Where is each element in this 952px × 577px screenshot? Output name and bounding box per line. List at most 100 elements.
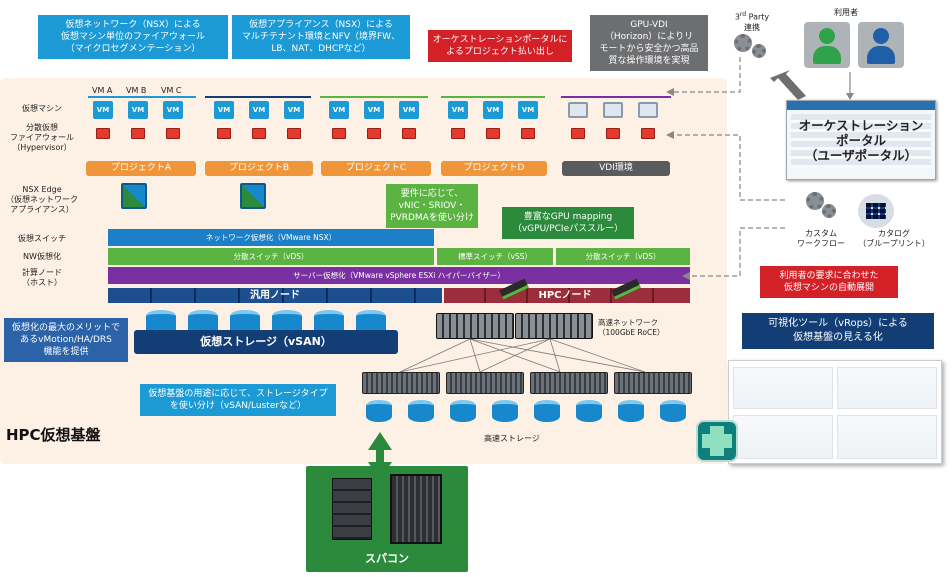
project-b-bar: プロジェクトB [205, 161, 313, 176]
vm-icon: VM [214, 101, 234, 119]
callout-auto-deploy: 利用者の要求に合わせた 仮想マシンの自動展開 [760, 266, 898, 298]
firewall-icon [641, 128, 655, 139]
third-party-sup: rd [739, 11, 747, 18]
user-avatar-head [819, 28, 835, 44]
third-party-label: 3rd Party 連携 [724, 10, 780, 33]
firewall-icon [332, 128, 346, 139]
portal-window-titlebar [787, 101, 935, 110]
nsx-edge-icon [240, 183, 266, 209]
row-label-compute: 計算ノード （ホスト） [22, 268, 62, 287]
firewall-icon [486, 128, 500, 139]
firewall-icon [287, 128, 301, 139]
vm-label-a: VM A [92, 86, 113, 95]
row-label-nw: NW仮想化 [23, 252, 61, 261]
vrops-panel [733, 367, 833, 409]
fast-storage-disk-icon [534, 400, 560, 422]
vdi-environment-bar: VDI環境 [562, 161, 670, 176]
network-line-vdi [561, 96, 671, 98]
storage-array-icon [614, 372, 692, 394]
vrops-logo-cross [702, 434, 732, 448]
panel-title: HPC仮想基盤 [6, 426, 101, 444]
workflow-gear-icon [822, 204, 836, 218]
vm-icon: VM [93, 101, 113, 119]
portal-label: オーケストレーション ポータル （ユーザポータル） [798, 118, 924, 163]
callout-nsx-firewall: 仮想ネットワーク（NSX）による 仮想マシン単位のファイアウォール （マイクロセ… [38, 15, 228, 59]
vdi-monitor-icon [638, 102, 658, 118]
network-line-c [320, 96, 428, 98]
third-party-gear-icon [734, 34, 752, 52]
vm-icon: VM [163, 101, 183, 119]
third-party-prefix: 3 [734, 12, 740, 22]
callout-vnic: 要件に応じて、 vNIC・SRIOV・ PVRDMAを使い分け [386, 184, 478, 228]
firewall-icon [451, 128, 465, 139]
storage-array-icon [362, 372, 440, 394]
firewall-icon [252, 128, 266, 139]
firewall-icon [166, 128, 180, 139]
network-line-a [88, 96, 196, 98]
firewall-icon [571, 128, 585, 139]
firewall-icon [521, 128, 535, 139]
vm-icon: VM [364, 101, 384, 119]
firewall-icon [402, 128, 416, 139]
callout-vrops: 可視化ツール（vRops）による 仮想基盤の見える化 [742, 313, 934, 349]
row-label-vswitch: 仮想スイッチ [18, 234, 66, 243]
callout-gpu-mapping: 豊富なGPU mapping （vGPU/PCIeパススルー） [502, 207, 634, 239]
vm-icon: VM [128, 101, 148, 119]
firewall-icon [96, 128, 110, 139]
vm-icon: VM [329, 101, 349, 119]
row-label-dfw: 分散仮想 ファイアウォール （Hypervisor） [10, 123, 74, 152]
project-d-bar: プロジェクトD [441, 161, 547, 176]
third-party-gear-icon [752, 44, 766, 58]
fast-network-label: 高速ネットワーク （100GbE RoCE） [598, 318, 665, 337]
vdi-monitor-icon [568, 102, 588, 118]
vds-bar-1: 分散スイッチ（vDS） [108, 248, 434, 265]
fast-storage-disk-icon [366, 400, 392, 422]
fast-storage-disk-icon [660, 400, 686, 422]
firewall-icon [606, 128, 620, 139]
callout-gpu-vdi: GPU-VDI （Horizon）によりリ モートから安全かつ高品 質な操作環境… [590, 15, 708, 71]
users-label: 利用者 [834, 8, 858, 17]
network-line-d [441, 96, 545, 98]
project-a-bar: プロジェクトA [86, 161, 196, 176]
fast-storage-disk-icon [618, 400, 644, 422]
workflow-gear-icon [806, 192, 824, 210]
callout-vmotion: 仮想化の最大のメリットで あるvMotion/HA/DRS 機能を提供 [4, 318, 128, 362]
fast-storage-disk-icon [408, 400, 434, 422]
user-avatar-head [873, 28, 889, 44]
vss-bar: 標準スイッチ（vSS） [437, 248, 553, 265]
server-rack-icon [332, 478, 372, 540]
vrops-panel [837, 415, 937, 459]
callout-orchestration-billing: オーケストレーションポータルに よるプロジェクト払い出し [428, 30, 572, 62]
vrops-panel [733, 415, 833, 459]
vrops-dashboard [728, 360, 942, 464]
vm-icon: VM [284, 101, 304, 119]
user-avatar-body [867, 46, 895, 64]
general-node-label: 汎用ノード [250, 290, 300, 301]
vdi-monitor-icon [603, 102, 623, 118]
vm-label-b: VM B [126, 86, 147, 95]
row-label-edge: NSX Edge （仮想ネットワーク アプライアンス） [6, 185, 78, 214]
callout-storage-type: 仮想基盤の用途に応じて、ストレージタイプ を使い分け（vSAN/Lusterなど… [140, 384, 336, 416]
storage-array-icon [530, 372, 608, 394]
vm-icon: VM [483, 101, 503, 119]
catalog-grid-icon [866, 203, 886, 219]
vsan-bar: 仮想ストレージ（vSAN） [134, 330, 398, 354]
vm-icon: VM [518, 101, 538, 119]
vm-label-c: VM C [161, 86, 182, 95]
row-label-vm: 仮想マシン [22, 104, 62, 113]
portal-window-content [791, 114, 931, 168]
hpc-node-label: HPCノード [538, 290, 592, 301]
custom-workflow-label: カスタム ワークフロー [797, 229, 845, 248]
storage-array-icon [446, 372, 524, 394]
nsx-network-virtualization-bar: ネットワーク仮想化（VMware NSX） [108, 229, 434, 246]
fast-storage-disk-icon [450, 400, 476, 422]
network-line-b [205, 96, 311, 98]
vm-icon: VM [399, 101, 419, 119]
third-party-rest: Party 連携 [744, 12, 770, 32]
server-rack-icon [390, 474, 442, 544]
fast-storage-label: 高速ストレージ [484, 434, 540, 443]
orchestration-portal-window [786, 100, 936, 180]
esxi-hypervisor-bar: サーバー仮想化（VMware vSphere ESXi ハイパーバイザー） [108, 267, 690, 284]
fast-storage-disk-icon [492, 400, 518, 422]
vds-bar-2: 分散スイッチ（vDS） [556, 248, 690, 265]
